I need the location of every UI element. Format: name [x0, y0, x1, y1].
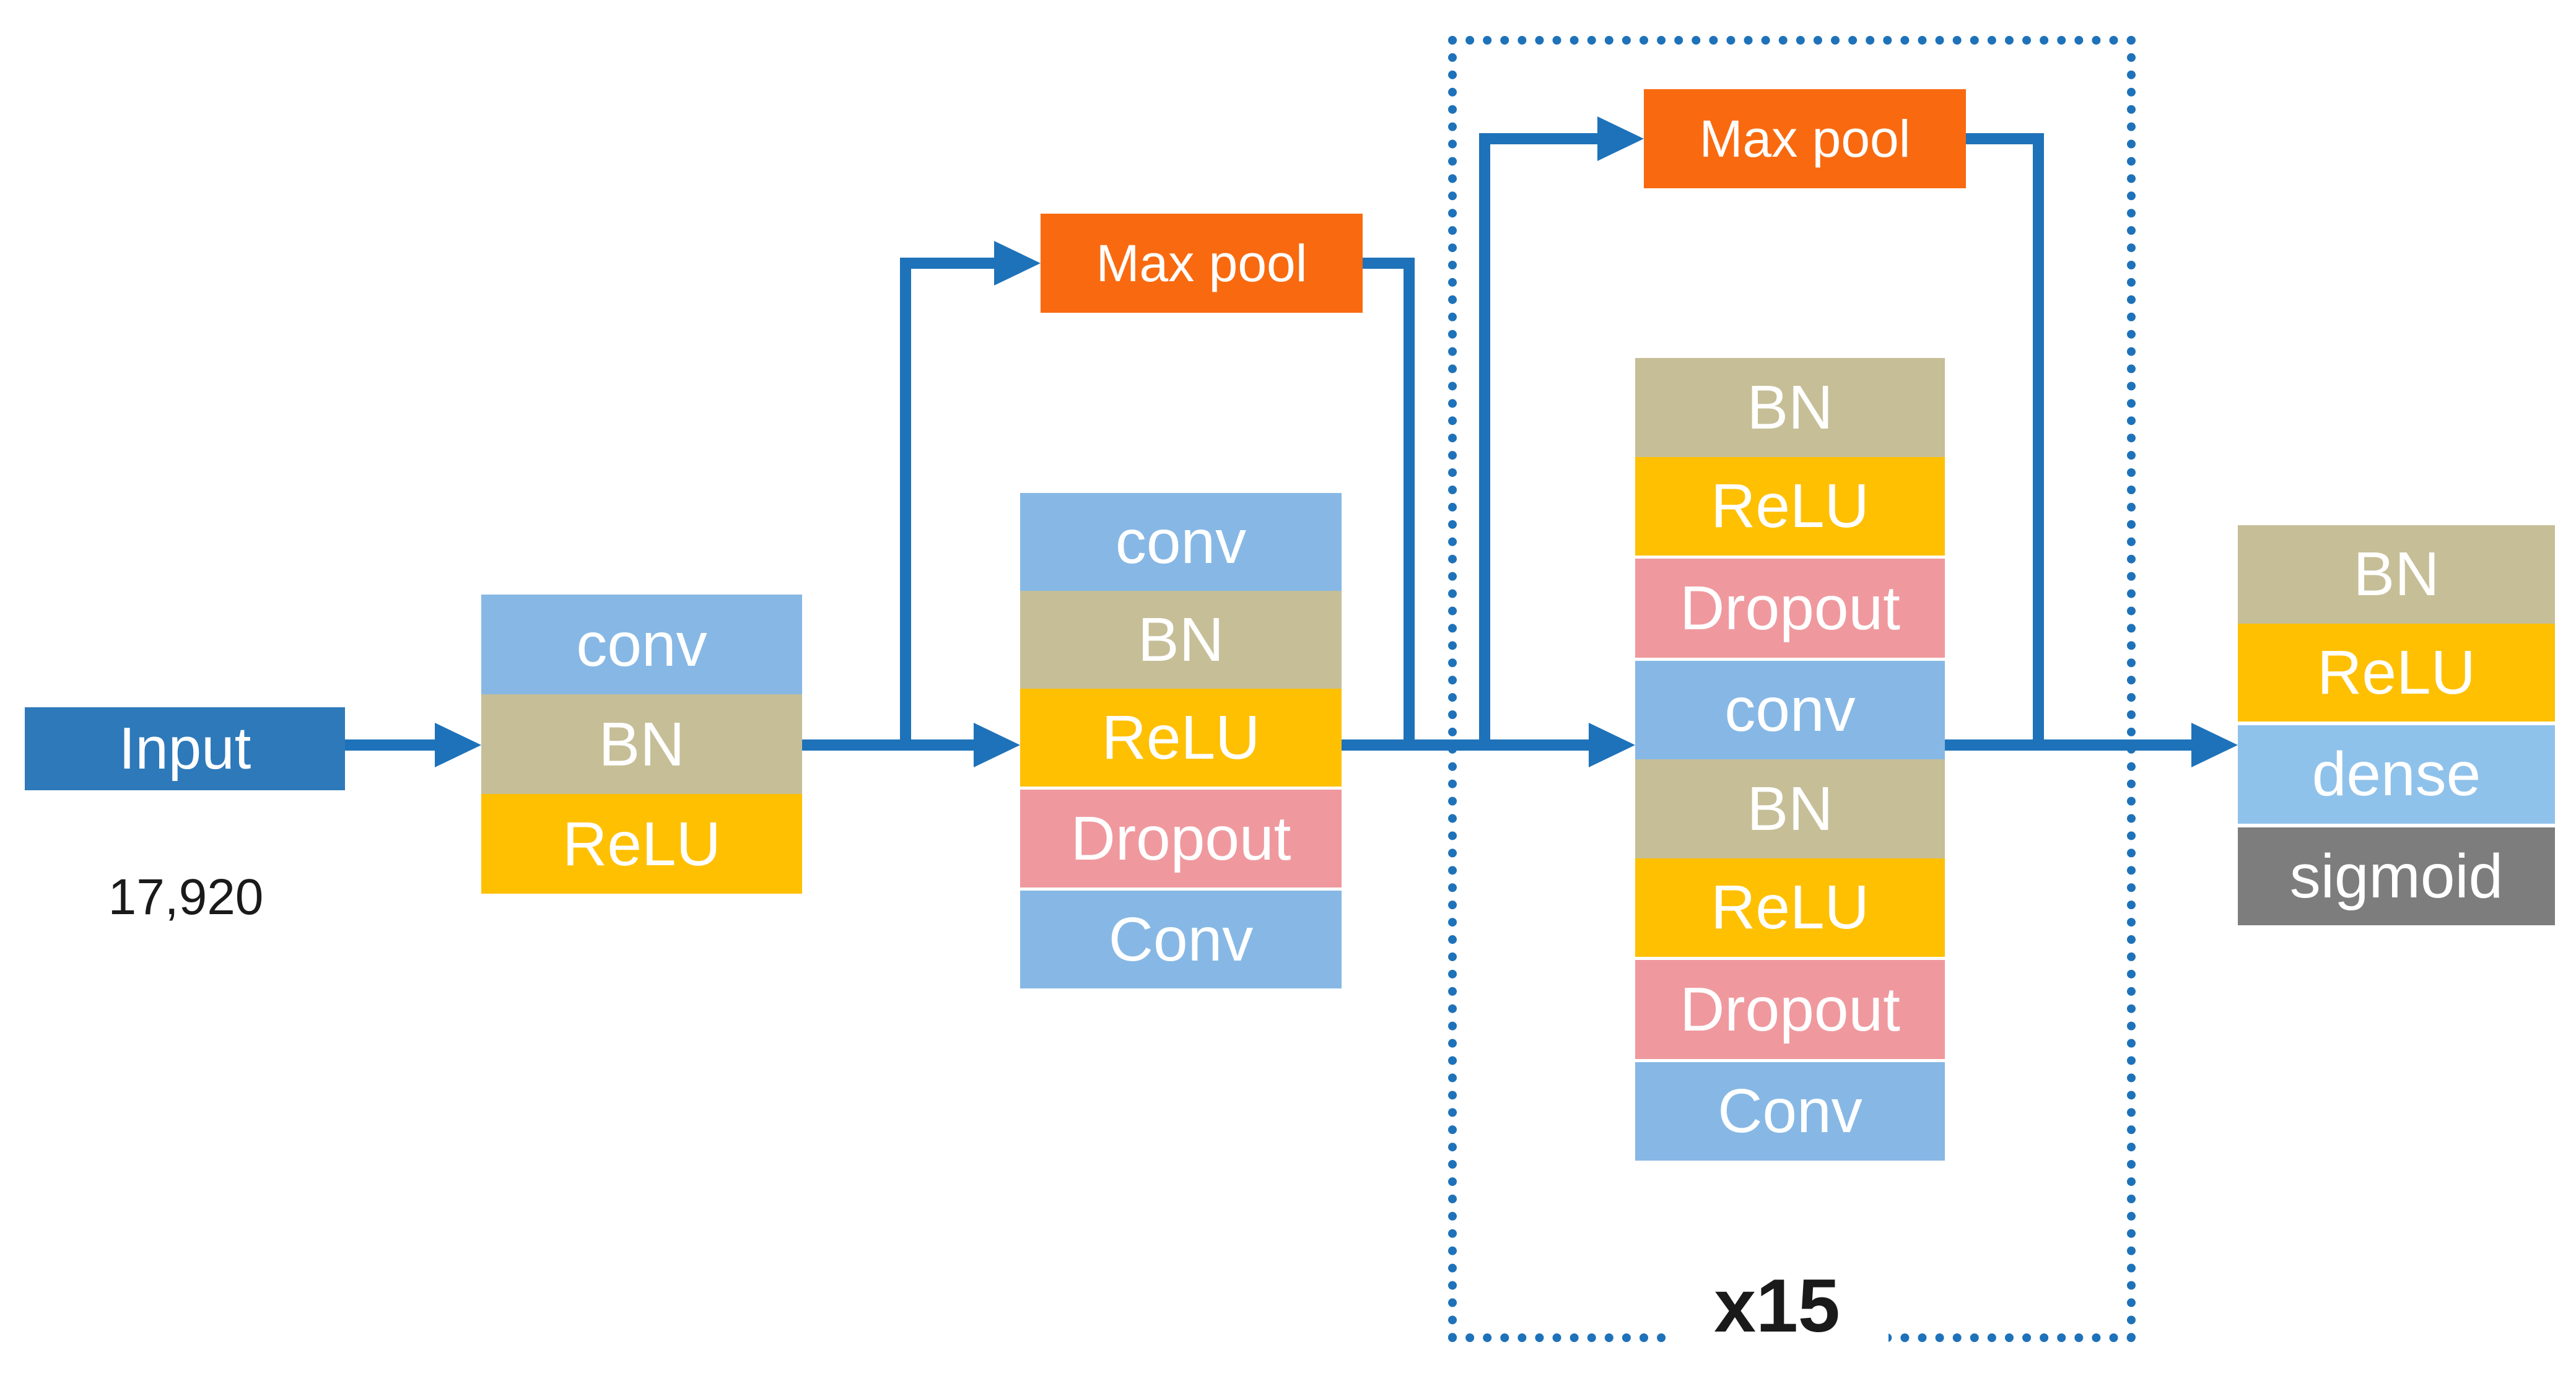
arrowhead-into-block2 [974, 723, 1020, 767]
branch-line-into-maxpool2 [1479, 133, 1597, 144]
layer-conv: Conv [1635, 1062, 1945, 1161]
maxpool1-box: Max pool [1041, 214, 1363, 313]
block3-repeated-unit: BN ReLU Dropout conv BN ReLU Dropout Con… [1635, 358, 1945, 1161]
layer-dropout: Dropout [1635, 559, 1945, 658]
layer-bn: BN [1635, 358, 1945, 457]
layer-conv: conv [1020, 493, 1342, 591]
layer-dropout: Dropout [1020, 790, 1342, 887]
layer-relu: ReLU [481, 794, 802, 894]
layer-relu: ReLU [1635, 858, 1945, 957]
branch-up-line-maxpool1 [900, 258, 911, 751]
flow-line-block3-to-output [1945, 739, 2191, 751]
layer-relu: ReLU [2238, 623, 2555, 722]
input-box: Input [25, 707, 345, 790]
arrowhead-into-block1 [435, 723, 481, 767]
layer-conv: conv [1635, 660, 1945, 759]
maxpool1-out-line [1363, 258, 1415, 269]
flow-line-block1-to-block2 [802, 739, 974, 751]
layer-relu: ReLU [1020, 689, 1342, 787]
layer-conv: conv [481, 595, 802, 694]
branch-up-line-maxpool2 [1479, 133, 1490, 751]
branch-line-into-maxpool1 [900, 258, 994, 269]
maxpool1-label: Max pool [1096, 233, 1308, 292]
layer-dense: dense [2238, 725, 2555, 824]
arrowhead-into-output-block [2191, 723, 2238, 767]
layer-conv: Conv [1020, 891, 1342, 988]
maxpool1-down-line [1404, 258, 1415, 751]
repeat-region-border: x15 [1448, 36, 2136, 1352]
block2-conv-bn-relu-dropout-conv: conv BN ReLU Dropout Conv [1020, 493, 1342, 988]
input-label: Input [118, 715, 251, 782]
repeat-count-label: x15 [1666, 1259, 1888, 1352]
layer-sigmoid: sigmoid [2238, 827, 2555, 925]
maxpool2-label: Max pool [1699, 109, 1911, 168]
maxpool2-box: Max pool [1644, 89, 1966, 188]
arrowhead-into-maxpool1 [994, 241, 1041, 286]
arrowhead-into-maxpool2 [1597, 116, 1644, 161]
flow-line-block2-to-block3 [1342, 739, 1589, 751]
maxpool2-down-line [2033, 133, 2044, 751]
layer-bn: BN [1020, 591, 1342, 689]
maxpool2-out-line [1966, 133, 2044, 144]
input-size-label: 17,920 [108, 869, 264, 925]
layer-bn: BN [2238, 525, 2555, 624]
layer-dropout: Dropout [1635, 960, 1945, 1059]
layer-bn: BN [481, 694, 802, 794]
arrowhead-into-block3 [1589, 723, 1635, 767]
layer-relu: ReLU [1635, 456, 1945, 556]
flow-line-input-to-block1 [345, 739, 435, 751]
layer-bn: BN [1635, 759, 1945, 858]
output-block-bn-relu-dense-sigmoid: BN ReLU dense sigmoid [2238, 525, 2555, 925]
block1-conv-bn-relu: conv BN ReLU [481, 595, 802, 894]
